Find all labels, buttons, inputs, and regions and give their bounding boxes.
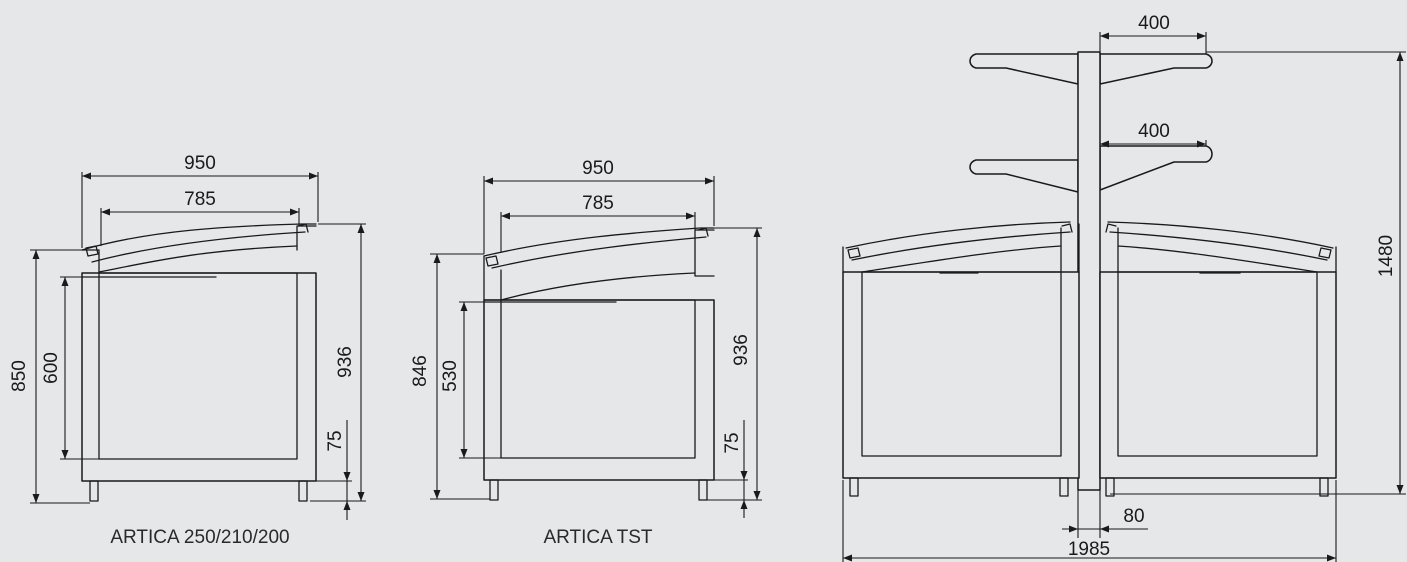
caption-artica-tst: ARTICA TST [543, 527, 652, 548]
label-post: 80 [1123, 506, 1144, 527]
label-width: 950 [184, 153, 216, 174]
left-cabinet-inner [861, 271, 1062, 457]
dimension-shelf-top: 400 [1099, 13, 1207, 54]
right-lid-handle [1105, 223, 1332, 259]
foot-right [698, 479, 708, 501]
left-cabinet-rim [842, 223, 1080, 273]
right-cabinet-body [1099, 271, 1337, 479]
left-foot-inner [1059, 477, 1069, 497]
cabinet-rim [483, 229, 715, 301]
dimension-height: 850 [9, 249, 90, 504]
label-shelf-top: 400 [1138, 13, 1170, 34]
label-total-height: 936 [731, 334, 752, 366]
cabinet-inner-wall [500, 299, 696, 459]
shelf-top-right [1099, 53, 1213, 85]
dimension-width: 950 [483, 158, 715, 254]
foot-right [298, 480, 308, 502]
shelf-mid-right [1099, 145, 1213, 191]
right-glass-lid [1107, 221, 1334, 273]
artica-tst-drawing: 950 785 846 530 [410, 158, 762, 548]
dimension-inner-height: 530 [440, 301, 501, 459]
label-inner-width: 785 [184, 189, 216, 210]
left-glass-lid [845, 221, 1071, 273]
left-lid-handle [847, 223, 1073, 259]
label-base: 75 [325, 430, 346, 451]
cabinet-inner-wall [98, 272, 298, 460]
label-total-height: 936 [335, 346, 356, 378]
dimension-total-width: 1985 [842, 480, 1337, 562]
dimension-post: 80 [1062, 490, 1148, 538]
label-height: 846 [410, 355, 431, 387]
right-foot-inner [1105, 477, 1115, 497]
label-shelf-mid: 400 [1138, 121, 1170, 142]
dimension-total-height: 936 [706, 227, 762, 501]
dimension-base: 75 [316, 420, 352, 520]
island-drawing: 400 400 1480 80 [842, 13, 1406, 562]
cabinet-body [81, 272, 317, 482]
right-cabinet-rim [1117, 227, 1337, 273]
dimension-base: 75 [714, 420, 748, 518]
left-cabinet-body [842, 271, 1080, 479]
label-inner-height: 530 [440, 360, 461, 392]
label-total-height: 1480 [1376, 235, 1397, 277]
center-post [1077, 51, 1101, 491]
right-cabinet-inner [1117, 271, 1318, 457]
shelf-top-left [969, 53, 1079, 85]
label-base: 75 [722, 432, 743, 453]
dimension-width: 950 [81, 153, 319, 248]
dimension-inner-width: 785 [500, 193, 696, 252]
label-width: 950 [582, 158, 614, 179]
left-foot-outer [849, 477, 859, 497]
glass-lid [81, 223, 317, 273]
lid-handle [485, 227, 709, 267]
foot-left [89, 480, 99, 502]
label-inner-width: 785 [582, 193, 614, 214]
foot-left [489, 479, 499, 501]
label-inner-height: 600 [41, 352, 62, 384]
dimension-inner-width: 785 [100, 189, 300, 246]
dimension-inner-height: 600 [41, 276, 99, 460]
artica-250-drawing: 950 785 850 600 [9, 153, 366, 548]
glass-lid [483, 227, 715, 301]
dimension-shelf-mid: 400 [1100, 121, 1207, 148]
dimension-height: 846 [410, 253, 490, 500]
dimension-total-height: 936 [310, 223, 366, 502]
cabinet-body [483, 299, 715, 481]
label-total-width: 1985 [1068, 539, 1110, 560]
cabinet-rim [81, 225, 317, 274]
right-foot-outer [1319, 477, 1329, 497]
dimension-total-height: 1480 [1110, 51, 1406, 495]
lid-handle [85, 223, 309, 257]
caption-artica-250: ARTICA 250/210/200 [110, 527, 289, 548]
label-height: 850 [9, 360, 30, 392]
shelf-mid-left [969, 159, 1079, 193]
